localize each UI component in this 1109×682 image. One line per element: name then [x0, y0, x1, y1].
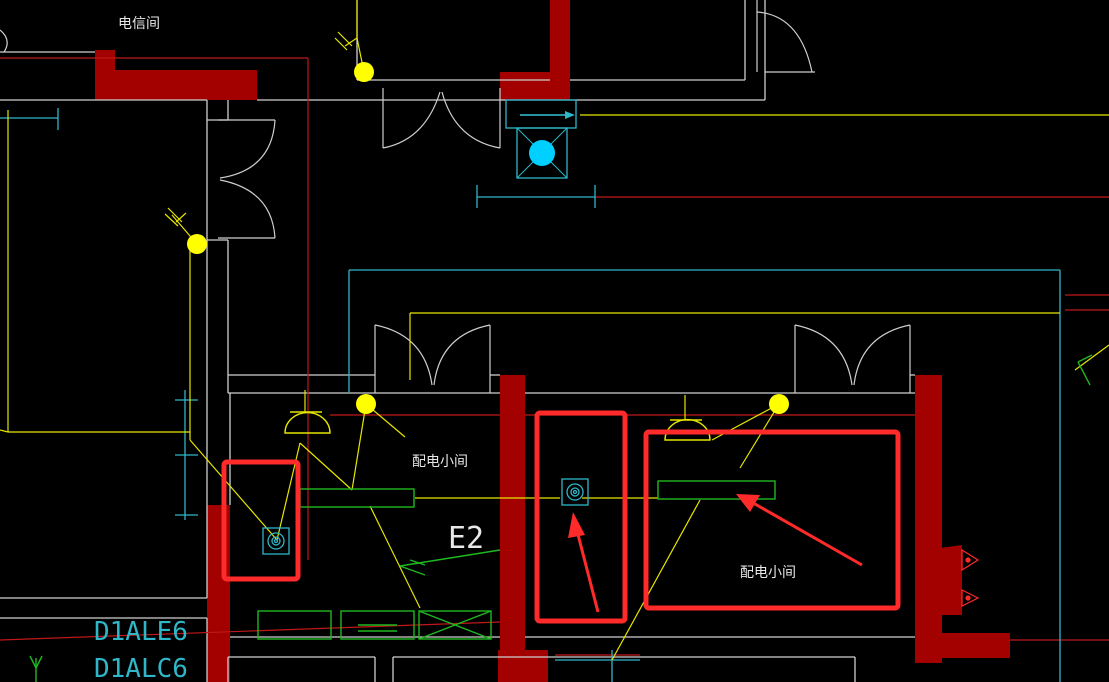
annotation-box-left [221, 459, 301, 582]
room-label-telecom: 电信间 [118, 16, 160, 32]
smoke-detector-icon [561, 478, 589, 506]
wall-block-left-low [207, 505, 230, 682]
arrow-icon [747, 498, 863, 567]
wall-column-right [915, 375, 942, 663]
circuit-label-2: D1ALC6 [94, 654, 188, 682]
fluorescent-lamp-icon [657, 480, 776, 500]
smoke-detector-icon [262, 527, 290, 555]
annotations [221, 410, 901, 624]
annotation-box-center [534, 410, 628, 624]
arrow-icon [573, 522, 600, 613]
light-fixtures [187, 62, 789, 414]
light-fixture-icon [187, 234, 207, 254]
green-elements [29, 354, 1093, 682]
right-edge-symbols [961, 548, 980, 607]
annotation-arrows [568, 494, 863, 613]
wall-fills [95, 0, 1010, 682]
smoke-detectors [262, 478, 589, 555]
wall-wedge-right [940, 545, 962, 615]
wall-block-bottom-right [942, 633, 1010, 658]
cyan-lines [0, 108, 1061, 682]
distribution-box [418, 610, 492, 640]
wall-block-top-mid [500, 0, 570, 100]
wall-block-bottom-center [498, 650, 548, 682]
wall-block-top-left [95, 50, 257, 100]
circuit-label-1: D1ALE6 [94, 617, 188, 647]
exhaust-fan-icon [505, 99, 577, 179]
switch-symbols [164, 31, 358, 227]
room-label-distribution-right: 配电小间 [740, 565, 796, 581]
label-e2: E2 [448, 521, 484, 556]
doors [0, 0, 911, 393]
light-fixture-icon [769, 394, 789, 414]
fluorescent-lamp-icon [299, 488, 415, 508]
annotation-box-right [643, 429, 901, 611]
light-fixture-icon [356, 394, 376, 414]
room-label-distribution-left: 配电小间 [412, 454, 468, 470]
light-fixture-icon [354, 62, 374, 82]
red-lines [0, 57, 1109, 656]
distribution-box [340, 610, 415, 640]
distribution-box [257, 610, 332, 640]
wall-column-center [500, 375, 525, 682]
